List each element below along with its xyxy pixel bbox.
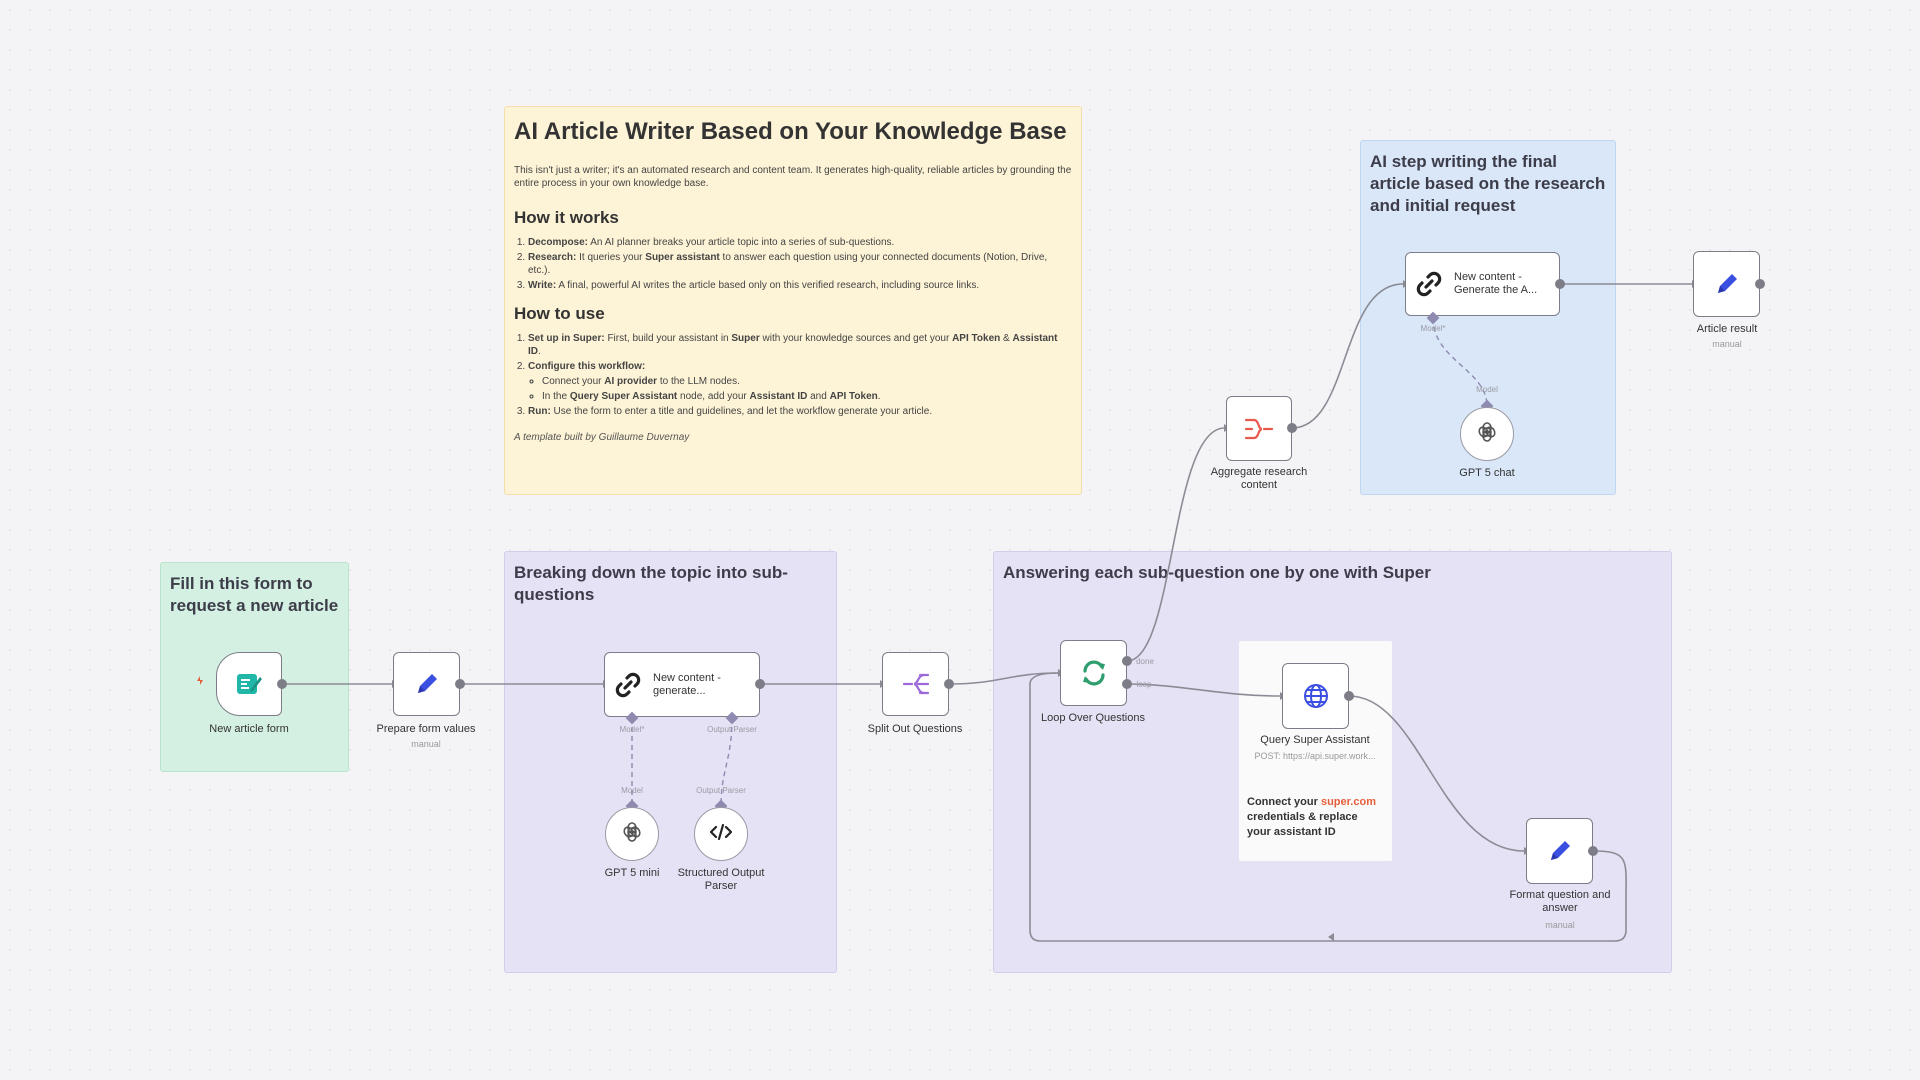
node-sublabel: POST: https://api.super.work... bbox=[1254, 751, 1376, 761]
workflow-title: AI Article Writer Based on Your Knowledg… bbox=[514, 118, 1067, 145]
globe-icon bbox=[1301, 681, 1331, 711]
link-chain-icon bbox=[1414, 269, 1444, 299]
sticky-note-title: AI step writing the final article based … bbox=[1370, 152, 1606, 215]
pencil-icon bbox=[412, 669, 442, 699]
pencil-icon bbox=[1712, 269, 1742, 299]
workflow-description: This isn't just a writer; it's an automa… bbox=[514, 165, 1072, 189]
loop-arrow bbox=[1328, 933, 1334, 941]
link-chain-icon bbox=[613, 670, 643, 700]
template-credit: A template built by Guillaume Duvernay bbox=[514, 432, 690, 443]
form-icon bbox=[234, 669, 264, 699]
loop-over-questions-node[interactable] bbox=[1060, 640, 1127, 706]
list-item: Decompose: An AI planner breaks your art… bbox=[528, 236, 1072, 249]
edge-aggregate-to-final-llm bbox=[1291, 283, 1404, 429]
node-label: Split Out Questions bbox=[867, 723, 963, 735]
split-icon bbox=[901, 669, 931, 699]
structured-output-parser-node[interactable] bbox=[694, 807, 748, 861]
list-item: Configure this workflow: Connect your AI… bbox=[528, 360, 1072, 403]
breakdown-sticky-note[interactable]: Breaking down the topic into sub-questio… bbox=[504, 551, 837, 973]
port-label: Output Parser bbox=[707, 725, 757, 734]
query-super-assistant-node[interactable] bbox=[1282, 663, 1349, 729]
how-to-use-heading: How to use bbox=[514, 304, 605, 323]
split-out-questions-node[interactable] bbox=[882, 652, 949, 716]
list-item: Research: It queries your Super assistan… bbox=[528, 251, 1072, 277]
how-to-use-list: Set up in Super: First, build your assis… bbox=[514, 332, 1072, 418]
new-article-form-node[interactable] bbox=[216, 652, 282, 716]
openai-icon bbox=[621, 821, 643, 848]
node-title: New content -Generate the A... bbox=[1454, 271, 1538, 296]
aggregate-research-node[interactable] bbox=[1226, 396, 1292, 461]
node-label: GPT 5 chat bbox=[1459, 467, 1515, 479]
port-label: Model bbox=[621, 786, 643, 795]
list-item: In the Query Super Assistant node, add y… bbox=[542, 390, 1072, 403]
node-label: Loop Over Questions bbox=[1041, 712, 1145, 724]
edge-query-to-format bbox=[1348, 695, 1525, 852]
openai-icon bbox=[1476, 421, 1498, 448]
node-sublabel: manual bbox=[411, 739, 441, 749]
code-icon bbox=[709, 823, 733, 846]
port-label: done bbox=[1136, 657, 1154, 666]
trigger-bolt-icon bbox=[197, 676, 203, 685]
list-item: Run: Use the form to enter a title and g… bbox=[528, 405, 1072, 418]
new-content-generate-node[interactable]: New content -generate... bbox=[604, 652, 760, 717]
node-sublabel: manual bbox=[1712, 339, 1742, 349]
port-label: Model* bbox=[1420, 324, 1446, 333]
node-label: GPT 5 mini bbox=[604, 867, 660, 879]
node-title: New content -generate... bbox=[653, 671, 721, 697]
edge-output-parser bbox=[720, 717, 733, 807]
format-question-answer-node[interactable] bbox=[1526, 818, 1593, 884]
node-label: New article form bbox=[209, 723, 289, 735]
node-label: Query Super Assistant bbox=[1260, 734, 1370, 746]
aggregate-icon bbox=[1244, 414, 1274, 444]
super-link[interactable]: super.com bbox=[1320, 796, 1376, 808]
prepare-form-values-node[interactable] bbox=[393, 652, 460, 716]
gpt5-chat-node[interactable] bbox=[1460, 407, 1514, 461]
super-note-text: Connect your super.com credentials & rep… bbox=[1247, 796, 1376, 838]
edge-loop-done-to-aggregate bbox=[1126, 427, 1225, 662]
sticky-note-title: Answering each sub-question one by one w… bbox=[1003, 563, 1431, 582]
node-label: Prepare form values bbox=[376, 723, 476, 735]
sticky-note-title: Breaking down the topic into sub-questio… bbox=[514, 563, 788, 604]
port-label: loop bbox=[1136, 680, 1152, 689]
how-it-works-list: Decompose: An AI planner breaks your art… bbox=[514, 236, 1072, 292]
gpt5-mini-node[interactable] bbox=[605, 807, 659, 861]
port-label: Model bbox=[1476, 385, 1498, 394]
refresh-loop-icon bbox=[1079, 658, 1109, 688]
pencil-icon bbox=[1545, 836, 1575, 866]
intro-sticky-note[interactable]: AI Article Writer Based on Your Knowledg… bbox=[504, 106, 1082, 495]
how-it-works-heading: How it works bbox=[514, 208, 619, 227]
node-label: Article result bbox=[1696, 323, 1758, 335]
new-content-final-node[interactable]: New content -Generate the A... bbox=[1405, 252, 1560, 316]
port-label: Model* bbox=[619, 725, 645, 734]
port-label: Output Parser bbox=[696, 786, 746, 795]
edge-chat-model bbox=[1432, 317, 1488, 407]
list-item: Connect your AI provider to the LLM node… bbox=[542, 375, 1072, 388]
edge-loop-to-query bbox=[1126, 683, 1281, 697]
list-item: Set up in Super: First, build your assis… bbox=[528, 332, 1072, 358]
edge-format-loop-back bbox=[1029, 672, 1627, 942]
article-result-node[interactable] bbox=[1693, 251, 1760, 317]
list-item: Write: A final, powerful AI writes the a… bbox=[528, 279, 1072, 292]
node-sublabel: manual bbox=[1545, 920, 1575, 930]
sticky-note-title: Fill in this form to request a new artic… bbox=[170, 574, 339, 615]
